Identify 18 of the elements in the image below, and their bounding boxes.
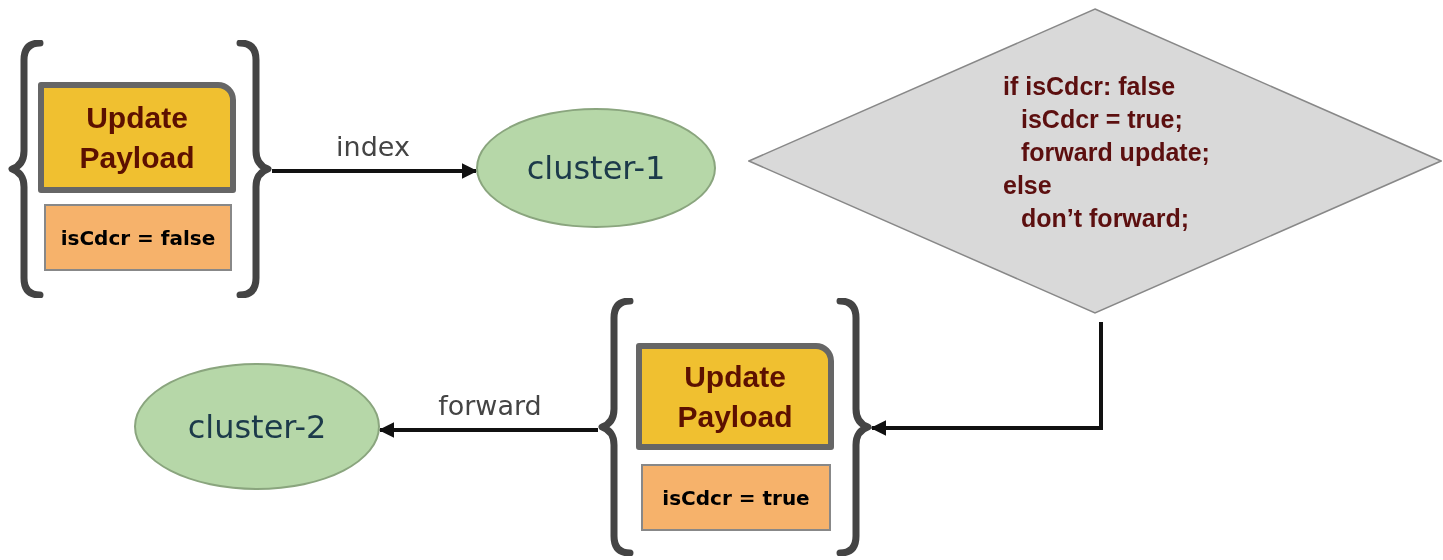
payload-label: Update Payload [78,99,196,176]
payload-label: Update Payload [676,358,794,435]
arrow [870,322,1103,436]
flag-box [44,204,232,271]
cluster-label: cluster-1 [526,148,666,189]
flag-label: isCdcr = false [60,224,216,252]
payload-box [38,82,236,193]
payload-box [636,343,834,450]
condition-line: don’t forward; [1020,203,1191,234]
condition-line: if isCdcr: false [1003,71,1177,102]
arrow [272,163,478,179]
cluster-label: cluster-2 [187,406,327,448]
arrow [378,422,598,438]
condition-line: isCdcr = true; [1020,104,1184,135]
condition-line: forward update; [1020,137,1210,168]
condition-line: else [1003,170,1053,201]
flag-box [641,464,831,531]
flag-label: isCdcr = true [662,484,810,512]
